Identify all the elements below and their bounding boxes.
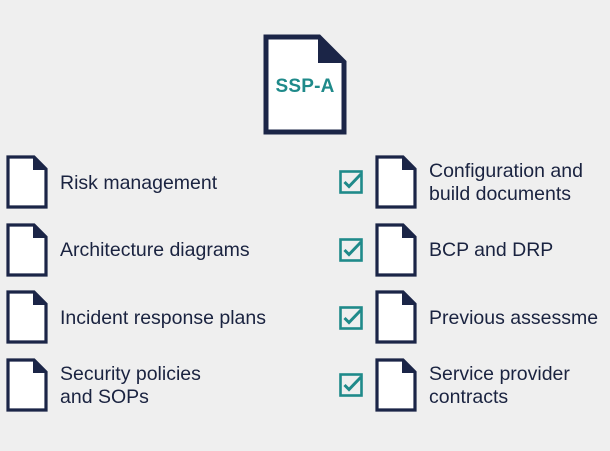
checkbox-checked-icon xyxy=(339,238,363,262)
right-item-label: Configuration and build documents xyxy=(429,160,583,206)
left-item-line1: Risk management xyxy=(60,172,218,194)
left-item-label: Risk management xyxy=(60,172,217,195)
left-item-label: Incident response plans xyxy=(60,307,266,330)
right-item-line1: BCP and DRP xyxy=(429,239,554,261)
checkbox-checked-icon xyxy=(339,170,363,194)
right-item-line1: Previous assessme xyxy=(429,307,599,329)
right-item-line2: contracts xyxy=(429,386,509,408)
document-icon xyxy=(6,155,48,209)
main-document-label: SSP-A xyxy=(275,76,335,97)
left-item-line2: and SOPs xyxy=(60,386,149,408)
checkbox-checked-icon xyxy=(339,373,363,397)
left-item-line1: Incident response plans xyxy=(60,307,266,329)
document-icon xyxy=(375,358,417,412)
left-item-line1: Security policies xyxy=(60,363,201,385)
document-icon xyxy=(375,290,417,344)
right-item-label: BCP and DRP xyxy=(429,239,553,262)
right-item-line2: build documents xyxy=(429,183,572,205)
main-document-icon xyxy=(263,34,347,135)
right-item-line1: Service provider xyxy=(429,363,570,385)
left-item-label: Architecture diagrams xyxy=(60,239,250,262)
document-icon xyxy=(6,290,48,344)
document-icon xyxy=(6,358,48,412)
document-icon xyxy=(375,155,417,209)
document-icon xyxy=(6,223,48,277)
left-item-label: Security policies and SOPs xyxy=(60,363,201,409)
right-item-label: Previous assessme xyxy=(429,307,598,330)
right-item-label: Service provider contracts xyxy=(429,363,570,409)
checkbox-checked-icon xyxy=(339,306,363,330)
document-icon xyxy=(375,223,417,277)
left-item-line1: Architecture diagrams xyxy=(60,239,250,261)
right-item-line1: Configuration and xyxy=(429,160,583,182)
